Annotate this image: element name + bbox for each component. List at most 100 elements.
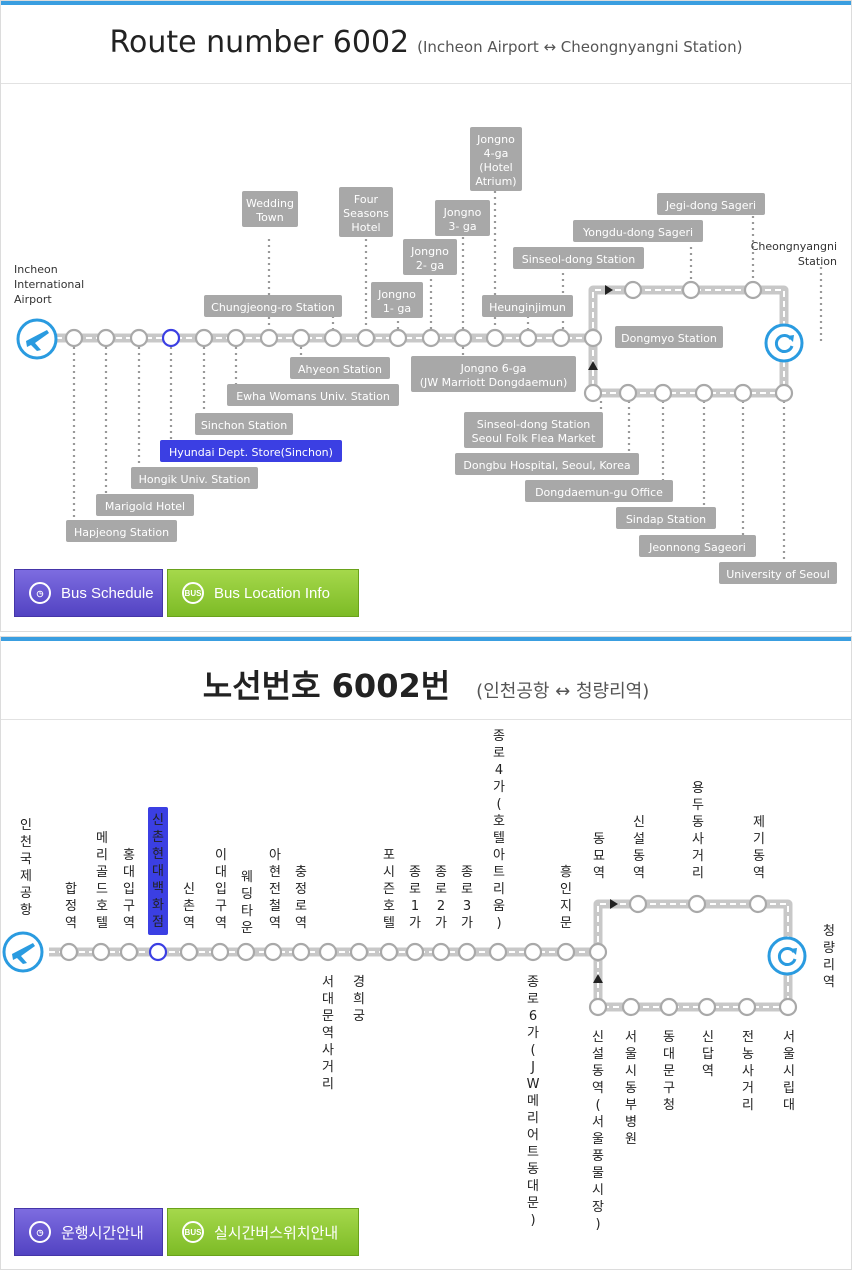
bus-location-label: Bus Location Info	[214, 584, 330, 602]
terminal-end-label: 역	[823, 975, 835, 990]
stop-hapjeong: 역	[65, 916, 77, 931]
stop-sinseol-lower: 설	[592, 1047, 604, 1062]
bus-stop-marker	[226, 328, 246, 348]
stop-jongno6: 가	[527, 1026, 539, 1041]
bus-stop-marker	[119, 942, 139, 962]
stop-heunginjimun-box	[482, 295, 573, 317]
stop-sinseol-lower: 신	[592, 1030, 604, 1045]
stop-jongno3: 종	[461, 865, 473, 880]
stop-hongik: 구	[123, 899, 135, 914]
bus-schedule-button[interactable]: ◷ Bus Schedule	[14, 569, 163, 617]
stop-yongdu: 두	[692, 798, 704, 813]
stop-sinseol-upper-box	[513, 247, 644, 269]
stop-wedding-label: Town	[255, 211, 284, 224]
stop-seodaemun: 거	[322, 1060, 334, 1075]
stop-jongno4: 텔	[493, 831, 505, 846]
stop-jongno4: 로	[493, 746, 505, 761]
stop-jeonnong: 거	[742, 1081, 754, 1096]
bus-stop-marker	[588, 942, 608, 962]
bus-stop-marker	[179, 942, 199, 962]
bus-stop-marker	[623, 280, 643, 300]
stop-sinseol-lower: 시	[592, 1183, 604, 1198]
bus-icon: BUS	[182, 1221, 204, 1243]
stop-jongno6: 메	[527, 1094, 539, 1109]
stop-uos-label: University of Seoul	[726, 568, 830, 581]
stop-jongno6: 리	[527, 1111, 539, 1126]
stop-yongdu: 리	[692, 866, 704, 881]
stop-sinseol-upper: 신	[633, 815, 645, 830]
stop-marigold-box	[96, 494, 194, 516]
stop-jongno4: 움	[493, 899, 505, 914]
stop-jeonnong: 전	[742, 1030, 754, 1045]
stop-wedding-box	[242, 191, 298, 227]
stop-fourseasons: 시	[383, 865, 395, 880]
stop-ewha: 구	[215, 899, 227, 914]
bus-schedule-button[interactable]: ◷ 운행시간안내	[14, 1208, 163, 1256]
stop-sinchon: 신	[183, 882, 195, 897]
bus-stop-marker	[778, 997, 798, 1017]
stop-dongmyo: 묘	[593, 849, 605, 864]
bus-stop-marker	[748, 894, 768, 914]
stop-yongdu: 사	[692, 832, 704, 847]
stop-sinseol-lower-label: Seoul Folk Flea Market	[472, 432, 596, 445]
stop-dongbu: 원	[625, 1132, 637, 1147]
stop-jeonnong-box	[639, 535, 756, 557]
stop-sindap: 역	[702, 1064, 714, 1079]
stop-yongdu: 거	[692, 849, 704, 864]
stop-jongno4: 종	[493, 729, 505, 744]
stop-marigold: 호	[96, 899, 108, 914]
stop-jongno4-label: 4-ga	[484, 147, 509, 160]
bus-stop-marker	[129, 328, 149, 348]
bus-stop-marker	[318, 942, 338, 962]
loop-icon-arrow	[787, 335, 794, 342]
stop-dongbu-box	[455, 453, 639, 475]
stop-jongno6: 동	[527, 1162, 539, 1177]
terminal-start-label: Incheon	[14, 263, 58, 276]
stop-seodaemun: 서	[322, 975, 334, 990]
terminal-start-label: Airport	[14, 293, 52, 306]
route-title: Route number 6002(Incheon Airport ↔ Cheo…	[1, 25, 851, 60]
stop-dongmyo-label: Dongmyo Station	[621, 332, 717, 345]
stop-ahyeon: 철	[269, 899, 281, 914]
stop-sinseol-lower: )	[595, 1217, 600, 1232]
stop-chungjeongro: 충	[295, 865, 307, 880]
stop-jeonnong-label: Jeonnong Sageori	[648, 541, 746, 554]
stop-sinseol-upper-label: Sinseol-dong Station	[522, 253, 636, 266]
stop-sinseol-lower: 풍	[592, 1149, 604, 1164]
stop-seodaemun: 대	[322, 992, 334, 1007]
stop-dongbu: 병	[625, 1115, 637, 1130]
bus-stop-marker	[488, 942, 508, 962]
bus-icon: BUS	[182, 582, 204, 604]
bus-stop-marker	[653, 383, 673, 403]
bus-stop-marker	[96, 328, 116, 348]
stop-jongno1-label: Jongno	[377, 288, 416, 301]
stop-uos: 시	[783, 1064, 795, 1079]
stop-jongno2: 종	[435, 865, 447, 880]
stop-sinseol-upper: 설	[633, 832, 645, 847]
stop-hongik-box	[131, 467, 258, 489]
stop-sinseol-upper: 역	[633, 866, 645, 881]
route-header: 노선번호 6002번(인천공항 ↔ 청량리역)	[1, 641, 851, 720]
stop-hapjeong: 정	[65, 899, 77, 914]
stop-jeonnong: 농	[742, 1047, 754, 1062]
loop-icon	[774, 334, 794, 353]
stop-jegi: 기	[753, 832, 765, 847]
stop-jongno6-label: Jongno 6-ga	[460, 362, 527, 375]
bus-location-button[interactable]: BUS 실시간버스위치안내	[167, 1208, 359, 1256]
bus-stop-marker	[687, 894, 707, 914]
stop-wedding: 딩	[241, 887, 253, 902]
stop-jongno1: 가	[409, 916, 421, 931]
stop-jongno1: 종	[409, 865, 421, 880]
stop-heunginjimun: 인	[560, 882, 572, 897]
stop-marigold-label: Marigold Hotel	[105, 500, 185, 513]
stop-uos: 립	[783, 1081, 795, 1096]
stop-heunginjimun: 문	[560, 916, 572, 931]
bus-location-button[interactable]: BUS Bus Location Info	[167, 569, 359, 617]
stop-sinseol-lower: 역	[592, 1081, 604, 1096]
stop-hyundai-label: 화	[152, 898, 164, 913]
stop-sinseol-lower: 서	[592, 1115, 604, 1130]
stop-ewha-label: Ewha Womans Univ. Station	[236, 390, 390, 403]
stop-jongno6: J	[530, 1060, 535, 1075]
stop-dongbu: 시	[625, 1064, 637, 1079]
stop-jongno2: 로	[435, 882, 447, 897]
